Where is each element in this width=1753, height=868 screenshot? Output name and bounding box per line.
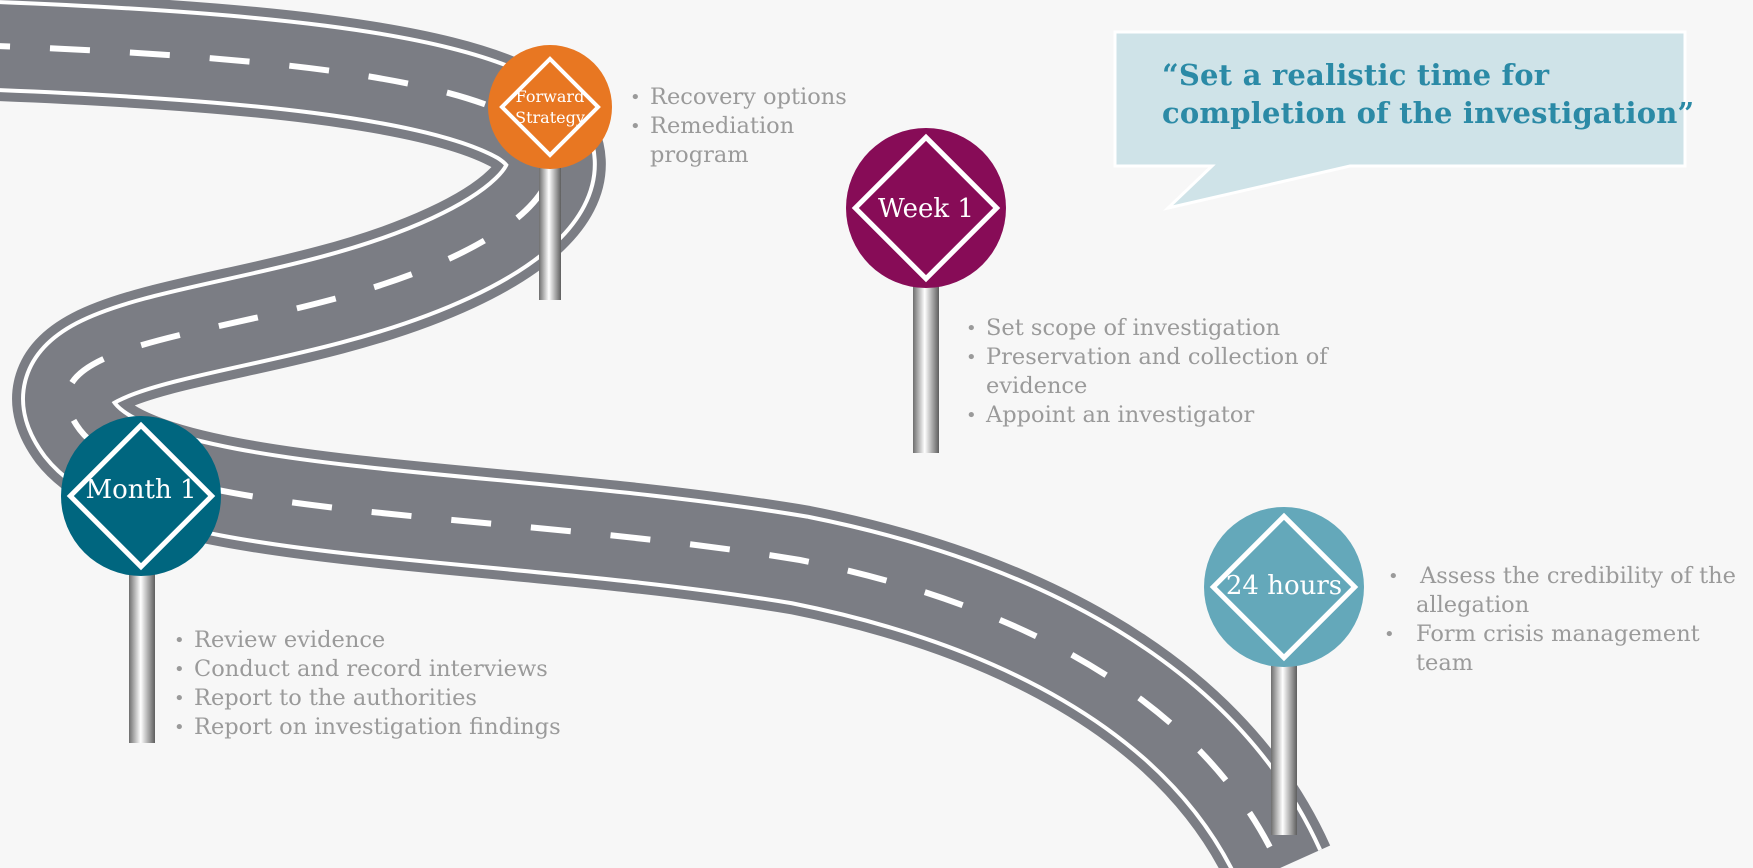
bullets-week-1: Set scope of investigation Preservation … [966, 314, 1366, 430]
sign-circle [846, 128, 1006, 288]
bullets-month-1: Review evidence Conduct and record inter… [174, 626, 594, 742]
bullets-forward-strategy: Recovery options Remediation program [630, 83, 870, 170]
sign-label: Week 1 [878, 194, 974, 224]
bullet-item: Set scope of investigation [966, 314, 1366, 343]
diamond-border [1209, 512, 1359, 662]
road-center-dashes [0, 43, 1283, 868]
diamond-border [851, 133, 1001, 283]
sign-pole [913, 270, 939, 453]
bullet-item: Form crisis management team [1384, 620, 1744, 678]
bullet-item: Preservation and collection of evidence [966, 343, 1366, 401]
sign-week-1: Week 1 [846, 128, 1006, 453]
sign-label-line1: Forward [516, 87, 585, 106]
sign-circle [488, 45, 612, 169]
sign-pole [539, 160, 561, 300]
sign-circle [1204, 507, 1364, 667]
sign-label-line2: Strategy [515, 108, 585, 127]
bullet-item: Report on investigation findings [174, 713, 594, 742]
sign-pole [1271, 650, 1297, 835]
sign-forward-strategy: Forward Strategy [488, 45, 612, 300]
bullet-item: Remediation program [630, 112, 870, 170]
callout-line-1: “Set a realistic time for [1162, 58, 1550, 92]
bullet-item: Report to the authorities [174, 684, 594, 713]
bullet-item: Conduct and record interviews [174, 655, 594, 684]
sign-month-1: Month 1 [61, 416, 221, 743]
sign-label: 24 hours [1226, 571, 1342, 601]
sign-pole [129, 555, 155, 743]
callout-line-2: completion of the investigation” [1162, 96, 1695, 130]
diamond-border [66, 421, 216, 571]
bullet-item: Assess the credibility of the allegation [1384, 562, 1744, 620]
sign-24-hours: 24 hours [1204, 507, 1364, 835]
bullet-item: Recovery options [630, 83, 870, 112]
sign-circle [61, 416, 221, 576]
callout-quote: “Set a realistic time for completion of … [1162, 56, 1702, 132]
diamond-border [499, 56, 601, 158]
bullet-item: Review evidence [174, 626, 594, 655]
sign-label: Month 1 [85, 475, 196, 505]
bullet-item: Appoint an investigator [966, 401, 1366, 430]
bullets-24-hours: Assess the credibility of the allegation… [1384, 562, 1744, 678]
callout-bubble [1113, 30, 1687, 211]
